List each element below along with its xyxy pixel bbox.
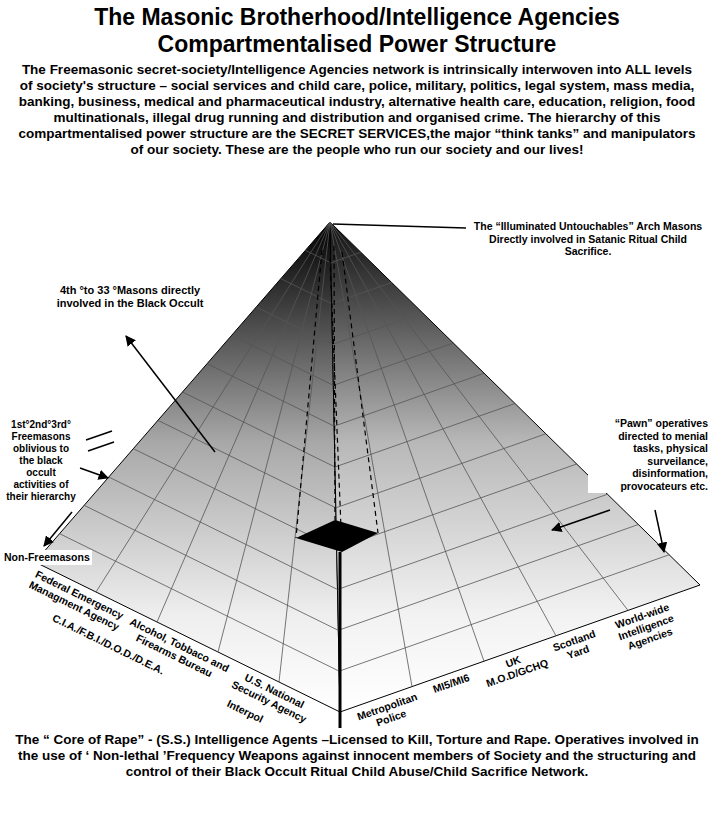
callout-text: Non-Freemasons [2,550,92,565]
core-caption: The “ Core of Rape” - (S.S.) Intelligenc… [14,732,700,780]
dashed-shaft [296,246,378,552]
title: The Masonic Brotherhood/Intelligence Age… [60,4,654,58]
callout-text: “Pawn” operatives directed to menial tas… [588,416,710,493]
grid-line [339,555,669,671]
dashed-line [334,246,335,520]
dashed-line [342,252,378,533]
callout-arrow [552,510,610,530]
callout-text: 4th °to 33 °Masons directly involved in … [45,283,215,311]
grid-line [281,279,332,304]
grid-line [158,420,336,508]
callout-arrow [80,468,108,478]
dashed-line [330,258,342,552]
callout-text: The “Illuminated Untouchables” Arch Maso… [470,219,706,259]
pyramid-left-face [35,222,340,712]
grid-line [332,283,392,304]
grid-line [335,404,515,468]
leader-line [333,224,466,228]
bracket-slash [88,442,114,451]
leader-line [339,552,342,728]
grid-line [338,494,608,589]
grid-line [207,364,334,427]
grid-line [279,222,330,682]
grid-line [330,222,556,636]
grid-line [336,434,546,508]
callout-arrow [44,512,72,546]
grid-line [333,343,453,385]
grid-line [109,477,338,590]
callout-text: 1st°2nd°3rd° Freemasons oblivious to the… [4,418,78,504]
grid-line [256,307,332,345]
grid-line [183,392,336,467]
grid-line [330,222,628,610]
grid-line [338,525,638,631]
grid-line [333,313,423,345]
grid-line [330,222,412,687]
intro-text: The Freemasonic secret-society/Intellige… [14,62,700,158]
grid-line [330,222,484,661]
grid-line [218,222,330,652]
callout-arrow [126,336,215,452]
core-square [296,520,378,552]
dashed-line [296,250,322,538]
grid-line [334,373,484,426]
grid-line [232,335,334,385]
grid-line [337,464,577,549]
grid-line [157,222,330,622]
bracket-slash [86,431,112,440]
callout-arrow [655,510,664,552]
